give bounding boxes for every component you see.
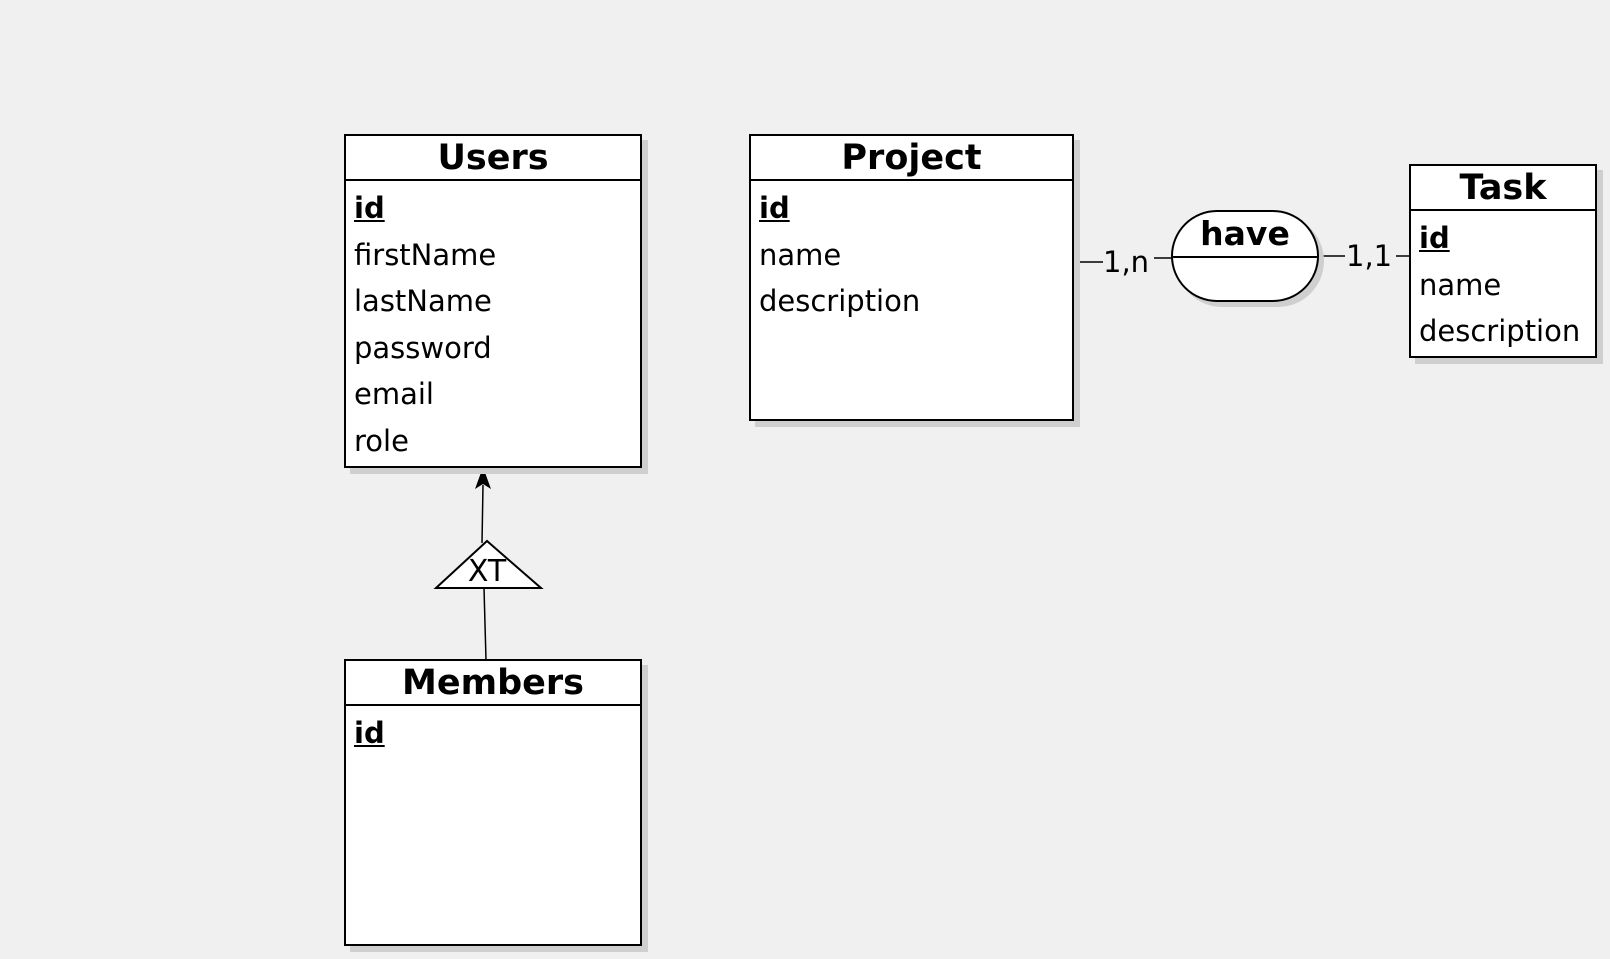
entity-users-title: Users bbox=[346, 136, 640, 181]
entity-task[interactable]: Task id name description bbox=[1409, 164, 1597, 358]
entity-members[interactable]: Members id bbox=[344, 659, 642, 946]
inheritance-line-lower bbox=[483, 587, 487, 661]
users-attr-firstname: firstName bbox=[354, 237, 497, 272]
entity-project-title: Project bbox=[751, 136, 1072, 181]
cardinality-project: 1,n bbox=[1103, 245, 1150, 279]
entity-task-title: Task bbox=[1411, 166, 1595, 211]
entity-project-attributes: id name description bbox=[751, 181, 1072, 325]
users-attr-email: email bbox=[354, 377, 434, 411]
members-attr-id: id bbox=[354, 716, 385, 750]
users-attr-role: role bbox=[354, 423, 409, 458]
inheritance-triangle bbox=[433, 539, 544, 589]
project-attr-id: id bbox=[759, 191, 790, 225]
project-attr-description: description bbox=[759, 284, 921, 318]
relation-have-label: have bbox=[1173, 212, 1317, 258]
users-attr-password: password bbox=[354, 330, 492, 365]
inheritance-line-upper bbox=[481, 484, 484, 544]
entity-members-title: Members bbox=[346, 661, 640, 706]
relation-have[interactable]: have bbox=[1171, 210, 1319, 302]
entity-users-attributes: id firstName lastName password email rol… bbox=[346, 181, 640, 464]
users-attr-id: id bbox=[354, 191, 385, 225]
task-attr-name: name bbox=[1419, 267, 1502, 302]
cardinality-task: 1,1 bbox=[1346, 239, 1393, 273]
entity-members-attributes: id bbox=[346, 706, 640, 757]
task-attr-id: id bbox=[1419, 221, 1450, 255]
project-attr-name: name bbox=[759, 237, 842, 272]
inheritance-label: XT bbox=[467, 554, 507, 589]
arrowhead-icon bbox=[475, 467, 491, 489]
entity-task-attributes: id name description bbox=[1411, 211, 1595, 355]
entity-project[interactable]: Project id name description bbox=[749, 134, 1074, 421]
task-attr-description: description bbox=[1419, 314, 1581, 348]
entity-users[interactable]: Users id firstName lastName password ema… bbox=[344, 134, 642, 468]
users-attr-lastname: lastName bbox=[354, 284, 492, 318]
